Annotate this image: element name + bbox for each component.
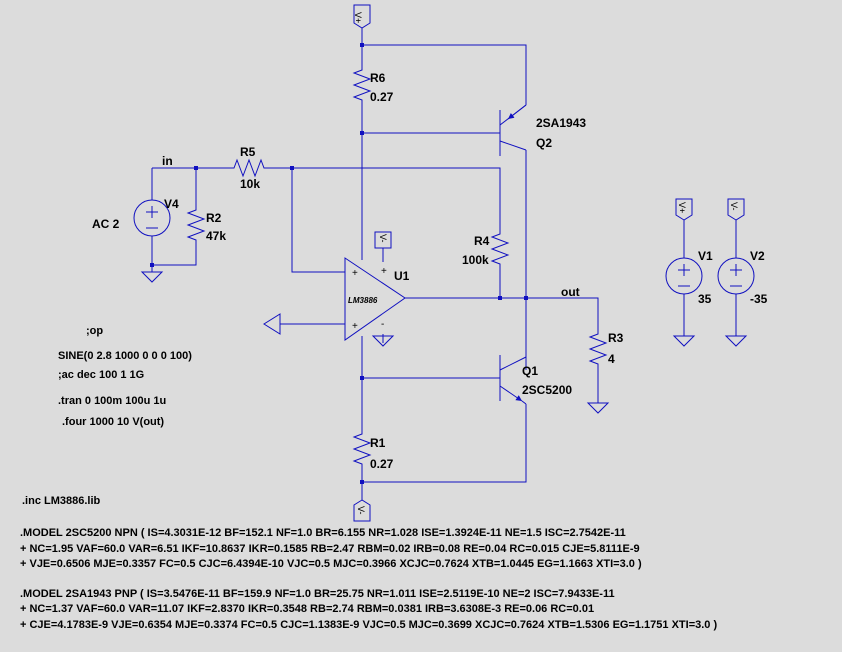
resistor-r3[interactable]: R3 4	[588, 330, 624, 370]
opamp-plus-pin-bottom: +	[352, 321, 358, 332]
transistor-q1-npn[interactable]: Q1 2SC5200	[499, 355, 572, 405]
source-v1[interactable]: V1 35	[665, 249, 713, 306]
wires	[151, 28, 737, 500]
flag-vplus-v1-text: V+	[677, 202, 687, 213]
flag-vminus-v2[interactable]: V-	[727, 198, 745, 221]
r6-value: 0.27	[370, 90, 394, 104]
v4-name: V4	[164, 197, 179, 211]
r1-value: 0.27	[370, 457, 394, 471]
v1-value: 35	[698, 292, 712, 306]
q2-value: 2SA1943	[536, 116, 586, 130]
q1-name: Q1	[522, 364, 538, 378]
resistor-r1[interactable]: R1 0.27	[352, 430, 394, 471]
net-label-out[interactable]: out	[561, 285, 580, 299]
opamp-plus-pin-top: +	[352, 268, 358, 279]
r3-name: R3	[608, 331, 624, 345]
opamp-part-label: LM3886	[348, 296, 378, 305]
resistor-r6[interactable]: R6 0.27	[352, 66, 394, 104]
ground-icon-r3	[586, 402, 610, 414]
transistor-q2-pnp[interactable]: 2SA1943 Q2	[499, 104, 586, 156]
v4-value: AC 2	[92, 217, 120, 231]
resistor-r2[interactable]: R2 47k	[186, 206, 226, 246]
v2-name: V2	[750, 249, 765, 263]
model-pnp-line-2[interactable]: + NC=1.37 VAF=60.0 VAR=11.07 IKF=2.8370 …	[20, 603, 594, 615]
opamp-u1[interactable]: + + + - LM3886 U1	[344, 257, 410, 341]
r2-value: 47k	[206, 229, 226, 243]
directive-four[interactable]: .four 1000 10 V(out)	[62, 416, 164, 428]
resistor-r4[interactable]: R4 100k	[462, 230, 510, 270]
model-pnp-line-3[interactable]: + CJE=4.1783E-9 VJE=0.6354 MJE=0.3374 FC…	[20, 619, 717, 631]
directive-op[interactable]: ;op	[86, 325, 103, 337]
r5-value: 10k	[240, 177, 260, 191]
r5-name: R5	[240, 145, 256, 159]
r6-name: R6	[370, 71, 386, 85]
source-v4[interactable]: V4 AC 2	[92, 197, 179, 237]
model-npn-line-1[interactable]: .MODEL 2SC5200 NPN ( IS=4.3031E-12 BF=15…	[20, 527, 626, 539]
v2-value: -35	[750, 292, 768, 306]
directive-tran[interactable]: .tran 0 100m 100u 1u	[58, 395, 166, 407]
directive-sine[interactable]: SINE(0 2.8 1000 0 0 0 100)	[58, 350, 192, 362]
source-v2[interactable]: V2 -35	[717, 249, 768, 306]
flag-vminus-opamp-text: V-	[378, 234, 388, 243]
u1-name: U1	[394, 269, 410, 283]
flag-vminus-opamp[interactable]: V-	[374, 231, 392, 249]
v1-name: V1	[698, 249, 713, 263]
q1-value: 2SC5200	[522, 383, 572, 397]
model-npn-line-2[interactable]: + NC=1.95 VAF=60.0 VAR=6.51 IKF=10.8637 …	[20, 543, 640, 555]
resistor-r5[interactable]: R5 10k	[230, 145, 268, 191]
flag-vminus-bottom[interactable]: V-	[353, 499, 371, 522]
flag-vminus-bottom-text: V-	[356, 506, 366, 515]
model-npn-line-3[interactable]: + VJE=0.6506 MJE=0.3357 FC=0.5 CJC=6.439…	[20, 558, 642, 570]
r2-name: R2	[206, 211, 222, 225]
net-label-in[interactable]: in	[162, 154, 173, 168]
ground-icon-left	[263, 313, 281, 335]
junction-dots	[150, 43, 528, 484]
r3-value: 4	[608, 352, 615, 366]
opamp-vplus-pin: +	[381, 266, 387, 277]
ground-icon-v4	[140, 271, 164, 283]
directive-ac[interactable]: ;ac dec 100 1 1G	[58, 369, 144, 381]
flag-vplus-v1[interactable]: V+	[675, 198, 693, 221]
opamp-vminus-pin: -	[381, 319, 384, 330]
q2-name: Q2	[536, 136, 552, 150]
directive-inc[interactable]: .inc LM3886.lib	[22, 495, 101, 507]
r1-name: R1	[370, 436, 386, 450]
flag-vminus-v2-text: V-	[729, 202, 739, 211]
ground-icon-v1	[672, 335, 696, 347]
model-pnp-line-1[interactable]: .MODEL 2SA1943 PNP ( IS=3.5476E-11 BF=15…	[20, 588, 615, 600]
ground-icon-opamp	[371, 335, 395, 347]
ground-icon-v2	[724, 335, 748, 347]
r4-value: 100k	[462, 253, 489, 267]
r4-name: R4	[474, 234, 490, 248]
flag-vplus-top-text: V+	[353, 12, 363, 23]
flag-vplus-top[interactable]: V+	[353, 4, 371, 29]
